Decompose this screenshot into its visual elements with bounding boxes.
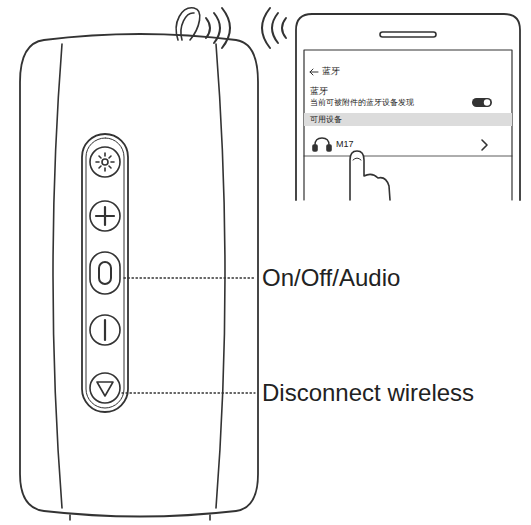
screen-header: 蓝牙 (322, 66, 340, 76)
section-label: 可用设备 (310, 115, 342, 124)
callout-label: Disconnect wireless (262, 379, 474, 407)
setting-title: 蓝牙 (310, 86, 328, 96)
callout-label: On/Off/Audio (262, 264, 400, 292)
setting-description: 当前可被附件的蓝牙设备发现 (310, 98, 414, 107)
device-name: M17 (336, 139, 354, 149)
